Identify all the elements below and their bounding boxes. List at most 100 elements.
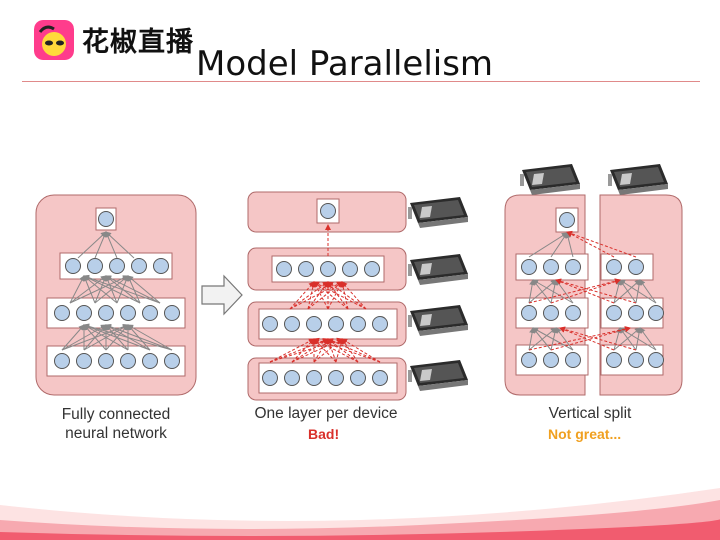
neuron [606,352,622,368]
arrow [105,323,173,351]
arrow [613,327,641,351]
arrow-right-icon [201,274,243,316]
arrow [83,274,161,304]
neuron [54,305,70,321]
red-dashed-arrow [313,338,359,363]
neuron [565,259,581,275]
neuron [565,352,581,368]
neuron [298,261,314,277]
red-dashed-arrow [555,279,615,304]
arrow [83,324,129,351]
red-dashed-arrow [327,281,349,310]
red-dashed-arrow [559,326,637,351]
neuron [648,305,664,321]
red-dashed-arrow [289,281,329,310]
neuron [350,370,366,386]
neuron [262,370,278,386]
arrow [69,275,129,304]
neuron [164,305,180,321]
neuron [342,261,358,277]
red-dashed-arrow [327,338,381,363]
neuron [521,305,537,321]
neuron [521,352,537,368]
neuron [98,353,114,369]
arrow [619,279,657,304]
red-dashed-arrow [291,338,315,363]
neuron [142,305,158,321]
neuron [565,305,581,321]
neuron [98,211,114,227]
arrow [613,279,641,304]
arrow [127,275,161,304]
arrow [532,327,574,351]
panel-caption-fully-connected: Fully connected neural network [61,406,171,442]
red-dashed-arrow [566,230,637,258]
neuron [328,370,344,386]
neuron [648,352,664,368]
neuron [521,259,537,275]
gpu-card-icon [408,305,468,336]
red-dashed-arrow [528,326,631,351]
neuron [276,261,292,277]
panel-note-bad: Bad! [308,426,340,442]
red-dashed-arrow [341,281,367,310]
neuron [320,261,336,277]
neuron [262,316,278,332]
red-dashed-arrow [327,281,367,310]
neuron [76,305,92,321]
neuron [543,352,559,368]
neuron [120,305,136,321]
footer-wave [0,488,720,540]
red-dashed-arrow [307,281,343,310]
arrow [105,275,161,304]
red-dashed-arrow [327,281,343,310]
neuron [543,259,559,275]
gpu-card-icon [408,360,468,391]
neuron [559,212,575,228]
neuron [350,316,366,332]
neuron [328,316,344,332]
neuron [284,370,300,386]
neuron [628,259,644,275]
arrow [613,327,622,351]
gpu-card-icon [408,254,468,285]
model-parallelism-diagram [35,164,683,401]
neuron [606,259,622,275]
arrow [565,232,574,258]
neuron [543,305,559,321]
arrow [550,232,568,258]
neuron [320,203,336,219]
arrow [532,279,574,304]
arrow [528,232,568,258]
arrow [83,323,173,351]
neuron [65,258,81,274]
neuron [109,258,125,274]
neuron [98,305,114,321]
neuron [306,370,322,386]
neuron [120,353,136,369]
gpu-card-icon [520,164,580,195]
slide-title: Model Parallelism [196,44,494,84]
neuron [628,305,644,321]
arrow [83,323,151,351]
panel-caption-vertical-split: Vertical split [548,405,632,422]
panel-note-not-great: Not great... [548,426,622,442]
neuron [142,353,158,369]
red-dashed-arrow [335,338,344,363]
gpu-card-icon [608,164,668,195]
neuron [284,316,300,332]
neuron [164,353,180,369]
arrow [105,231,135,259]
arrow [127,324,173,351]
red-dashed-arrow [528,278,621,304]
red-dashed-arrow [269,338,315,363]
red-dashed-arrow [341,338,381,363]
neuron [131,258,147,274]
neuron [372,316,388,332]
red-dashed-arrow [550,326,631,351]
arrow [83,275,141,304]
gpu-card-icon [408,197,468,228]
arrow [69,275,107,304]
neuron [606,305,622,321]
arrow [61,324,85,351]
